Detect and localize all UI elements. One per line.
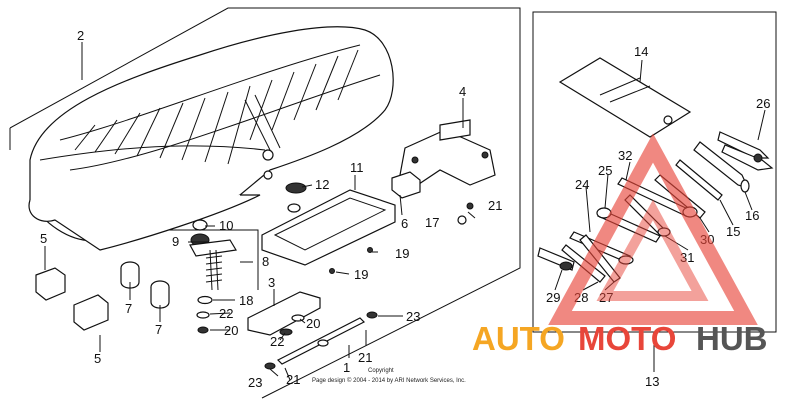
callout-3: 3 [268, 275, 275, 290]
callout-24: 24 [575, 177, 589, 192]
watermark-logo [548, 133, 758, 325]
hinge-assembly [189, 219, 237, 291]
callout-15: 15 [726, 224, 740, 239]
callout-5a: 5 [40, 231, 47, 246]
bolt-17 [457, 215, 467, 225]
screw-19a [367, 247, 373, 253]
washer-20b [291, 314, 305, 322]
callout-11: 11 [350, 160, 364, 175]
copyright-line: Page design © 2004 - 2014 by ARI Network… [312, 377, 466, 384]
callout-5b: 5 [94, 351, 101, 366]
rubber-12-base [287, 203, 301, 213]
washer-22a [196, 311, 210, 319]
rubber-5a [35, 267, 66, 301]
watermark-text: AUTO MOTO HUB [472, 320, 768, 357]
callout-18: 18 [239, 293, 253, 308]
callout-14: 14 [634, 44, 648, 59]
callout-21a: 21 [488, 198, 502, 213]
copyright-title: Copyright [368, 368, 394, 374]
callout-20b: 20 [224, 323, 238, 338]
watermark-moto: MOTO [578, 320, 676, 357]
rubber-12 [285, 182, 307, 194]
callout-4: 4 [459, 84, 466, 99]
nut-20a [197, 326, 209, 334]
rubber-block-6 [391, 171, 421, 199]
left-panel-outline [9, 7, 521, 399]
right-panel-outline [532, 11, 777, 333]
callout-12: 12 [315, 177, 329, 192]
callout-26: 26 [756, 96, 770, 111]
callout-23a: 23 [406, 309, 420, 324]
callout-8: 8 [262, 254, 269, 269]
callout-6: 6 [401, 216, 408, 231]
washer-21a [466, 202, 474, 210]
watermark-auto: AUTO [472, 320, 565, 357]
callout-25: 25 [598, 163, 612, 178]
pliers-26 [717, 131, 774, 171]
callout-22b: 22 [270, 334, 284, 349]
screw-19b [329, 268, 335, 274]
seat-assembly [28, 26, 394, 251]
screwdriver-16-handle [740, 179, 750, 193]
callout-21c: 21 [286, 372, 300, 387]
tool-bag-14 [558, 57, 692, 138]
callout-21b: 21 [358, 350, 372, 365]
callout-7b: 7 [155, 322, 162, 337]
callout-29: 29 [546, 290, 560, 305]
cushion-7b-body [150, 287, 170, 309]
callout-20a: 20 [306, 316, 320, 331]
callout-13: 13 [645, 374, 659, 389]
callout-22a: 22 [219, 306, 233, 321]
callout-2: 2 [77, 28, 84, 43]
callout-19b: 19 [354, 267, 368, 282]
callout-32: 32 [618, 148, 632, 163]
callout-17: 17 [425, 215, 439, 230]
watermark-hub: HUB [696, 320, 768, 357]
callout-16: 16 [745, 208, 759, 223]
shaft-1 [264, 311, 378, 370]
callout-19a: 19 [395, 246, 409, 261]
leader-lines [44, 42, 766, 381]
rubber-5b [73, 294, 109, 331]
tool-29-end [559, 261, 573, 271]
callout-1: 1 [343, 360, 350, 375]
washer-22b [279, 328, 293, 336]
callout-7a: 7 [125, 301, 132, 316]
bracket-3 [247, 291, 321, 336]
wrench-15 [675, 159, 723, 201]
callout-10: 10 [219, 218, 233, 233]
seat-bracket [399, 119, 496, 191]
battery-tray [261, 189, 396, 266]
washer-18 [197, 295, 213, 305]
callout-23b: 23 [248, 375, 262, 390]
callout-9: 9 [172, 234, 179, 249]
